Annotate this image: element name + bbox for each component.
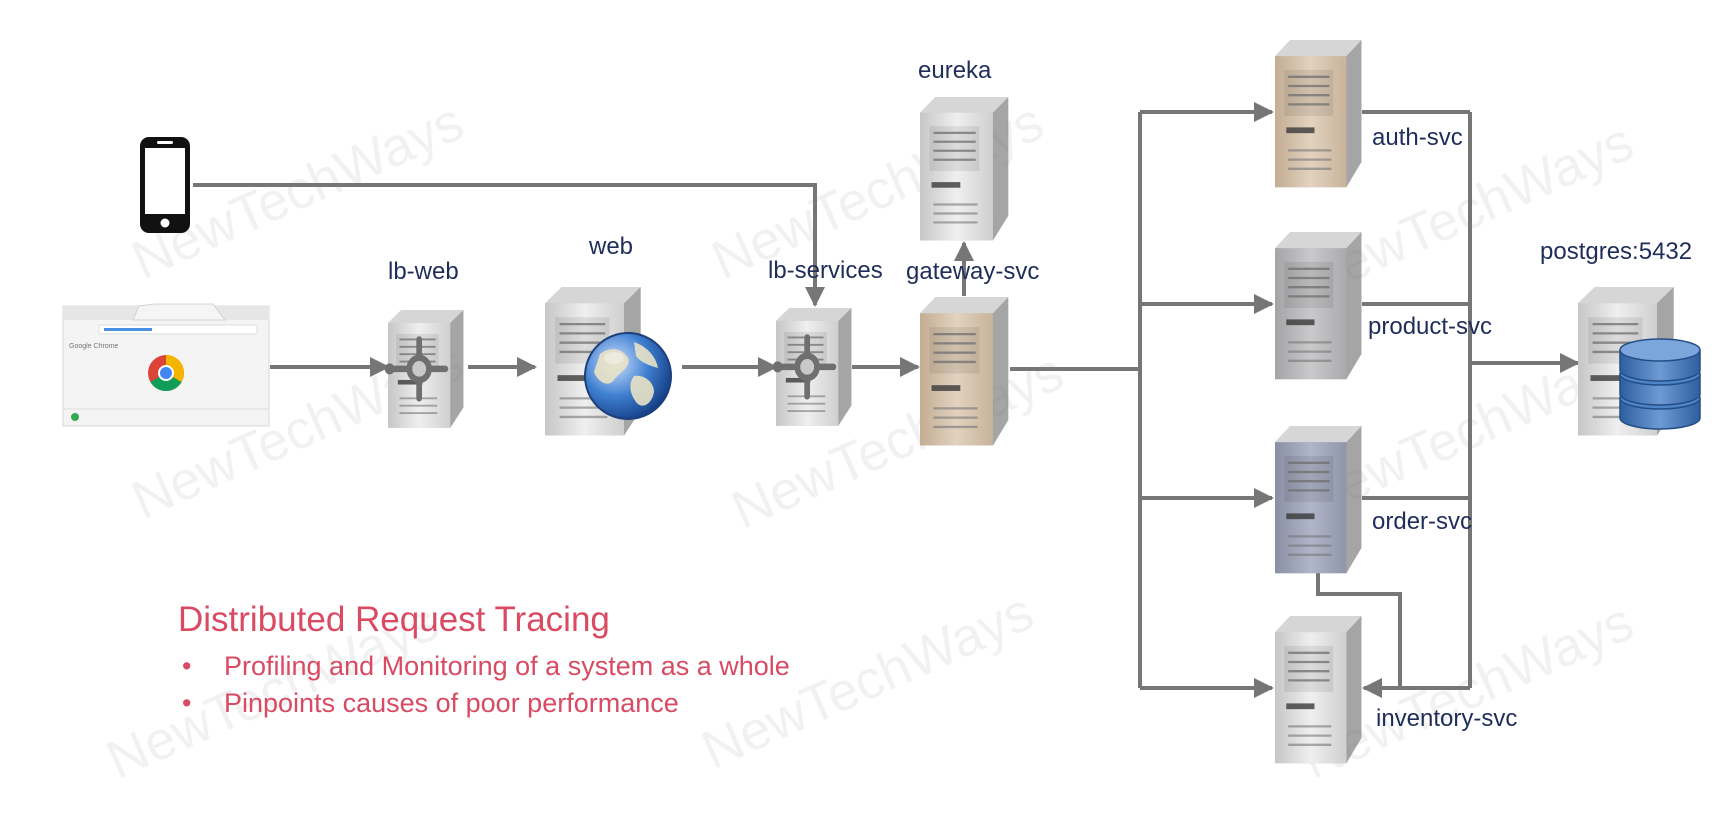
- eureka-server-icon: [918, 95, 1010, 242]
- lb-web-server-icon: [384, 309, 465, 429]
- browser-window-icon: Google Chrome: [62, 303, 270, 427]
- node-label-auth-svc: auth-svc: [1372, 124, 1463, 151]
- gateway-svc-server-icon: [918, 295, 1010, 447]
- node-label-inventory-svc: inventory-svc: [1376, 705, 1518, 732]
- database-icon: [1619, 338, 1701, 430]
- node-label-lb-services: lb-services: [768, 257, 883, 284]
- globe-icon: [584, 332, 672, 420]
- caption-bullet: Profiling and Monitoring of a system as …: [178, 648, 790, 685]
- caption-bullet: Pinpoints causes of poor performance: [178, 685, 790, 722]
- connectors: [193, 102, 1580, 698]
- caption-block: Distributed Request Tracing Profiling an…: [178, 600, 790, 722]
- order-svc-server-icon: [1273, 424, 1363, 575]
- node-label-product-svc: product-svc: [1368, 313, 1493, 340]
- edge-order-inventory: [1316, 563, 1402, 698]
- node-label-gateway-svc: gateway-svc: [906, 258, 1040, 285]
- node-label-eureka: eureka: [918, 57, 992, 84]
- inventory-svc-server-icon: [1273, 614, 1363, 765]
- node-label-lb-web: lb-web: [388, 258, 459, 285]
- node-label-web: web: [589, 233, 634, 260]
- auth-svc-server-icon: [1273, 38, 1363, 189]
- node-label-postgres: postgres:5432: [1540, 238, 1693, 265]
- product-svc-server-icon: [1273, 230, 1363, 381]
- caption-title: Distributed Request Tracing: [178, 600, 610, 639]
- browser-brand-text: Google Chrome: [69, 343, 119, 350]
- edge-mobile-lb-services: [193, 183, 825, 307]
- lb-services-server-icon: [772, 307, 853, 427]
- mobile-phone-icon: [140, 137, 190, 233]
- node-label-order-svc: order-svc: [1372, 508, 1473, 535]
- caption-bullet-list: Profiling and Monitoring of a system as …: [178, 648, 790, 722]
